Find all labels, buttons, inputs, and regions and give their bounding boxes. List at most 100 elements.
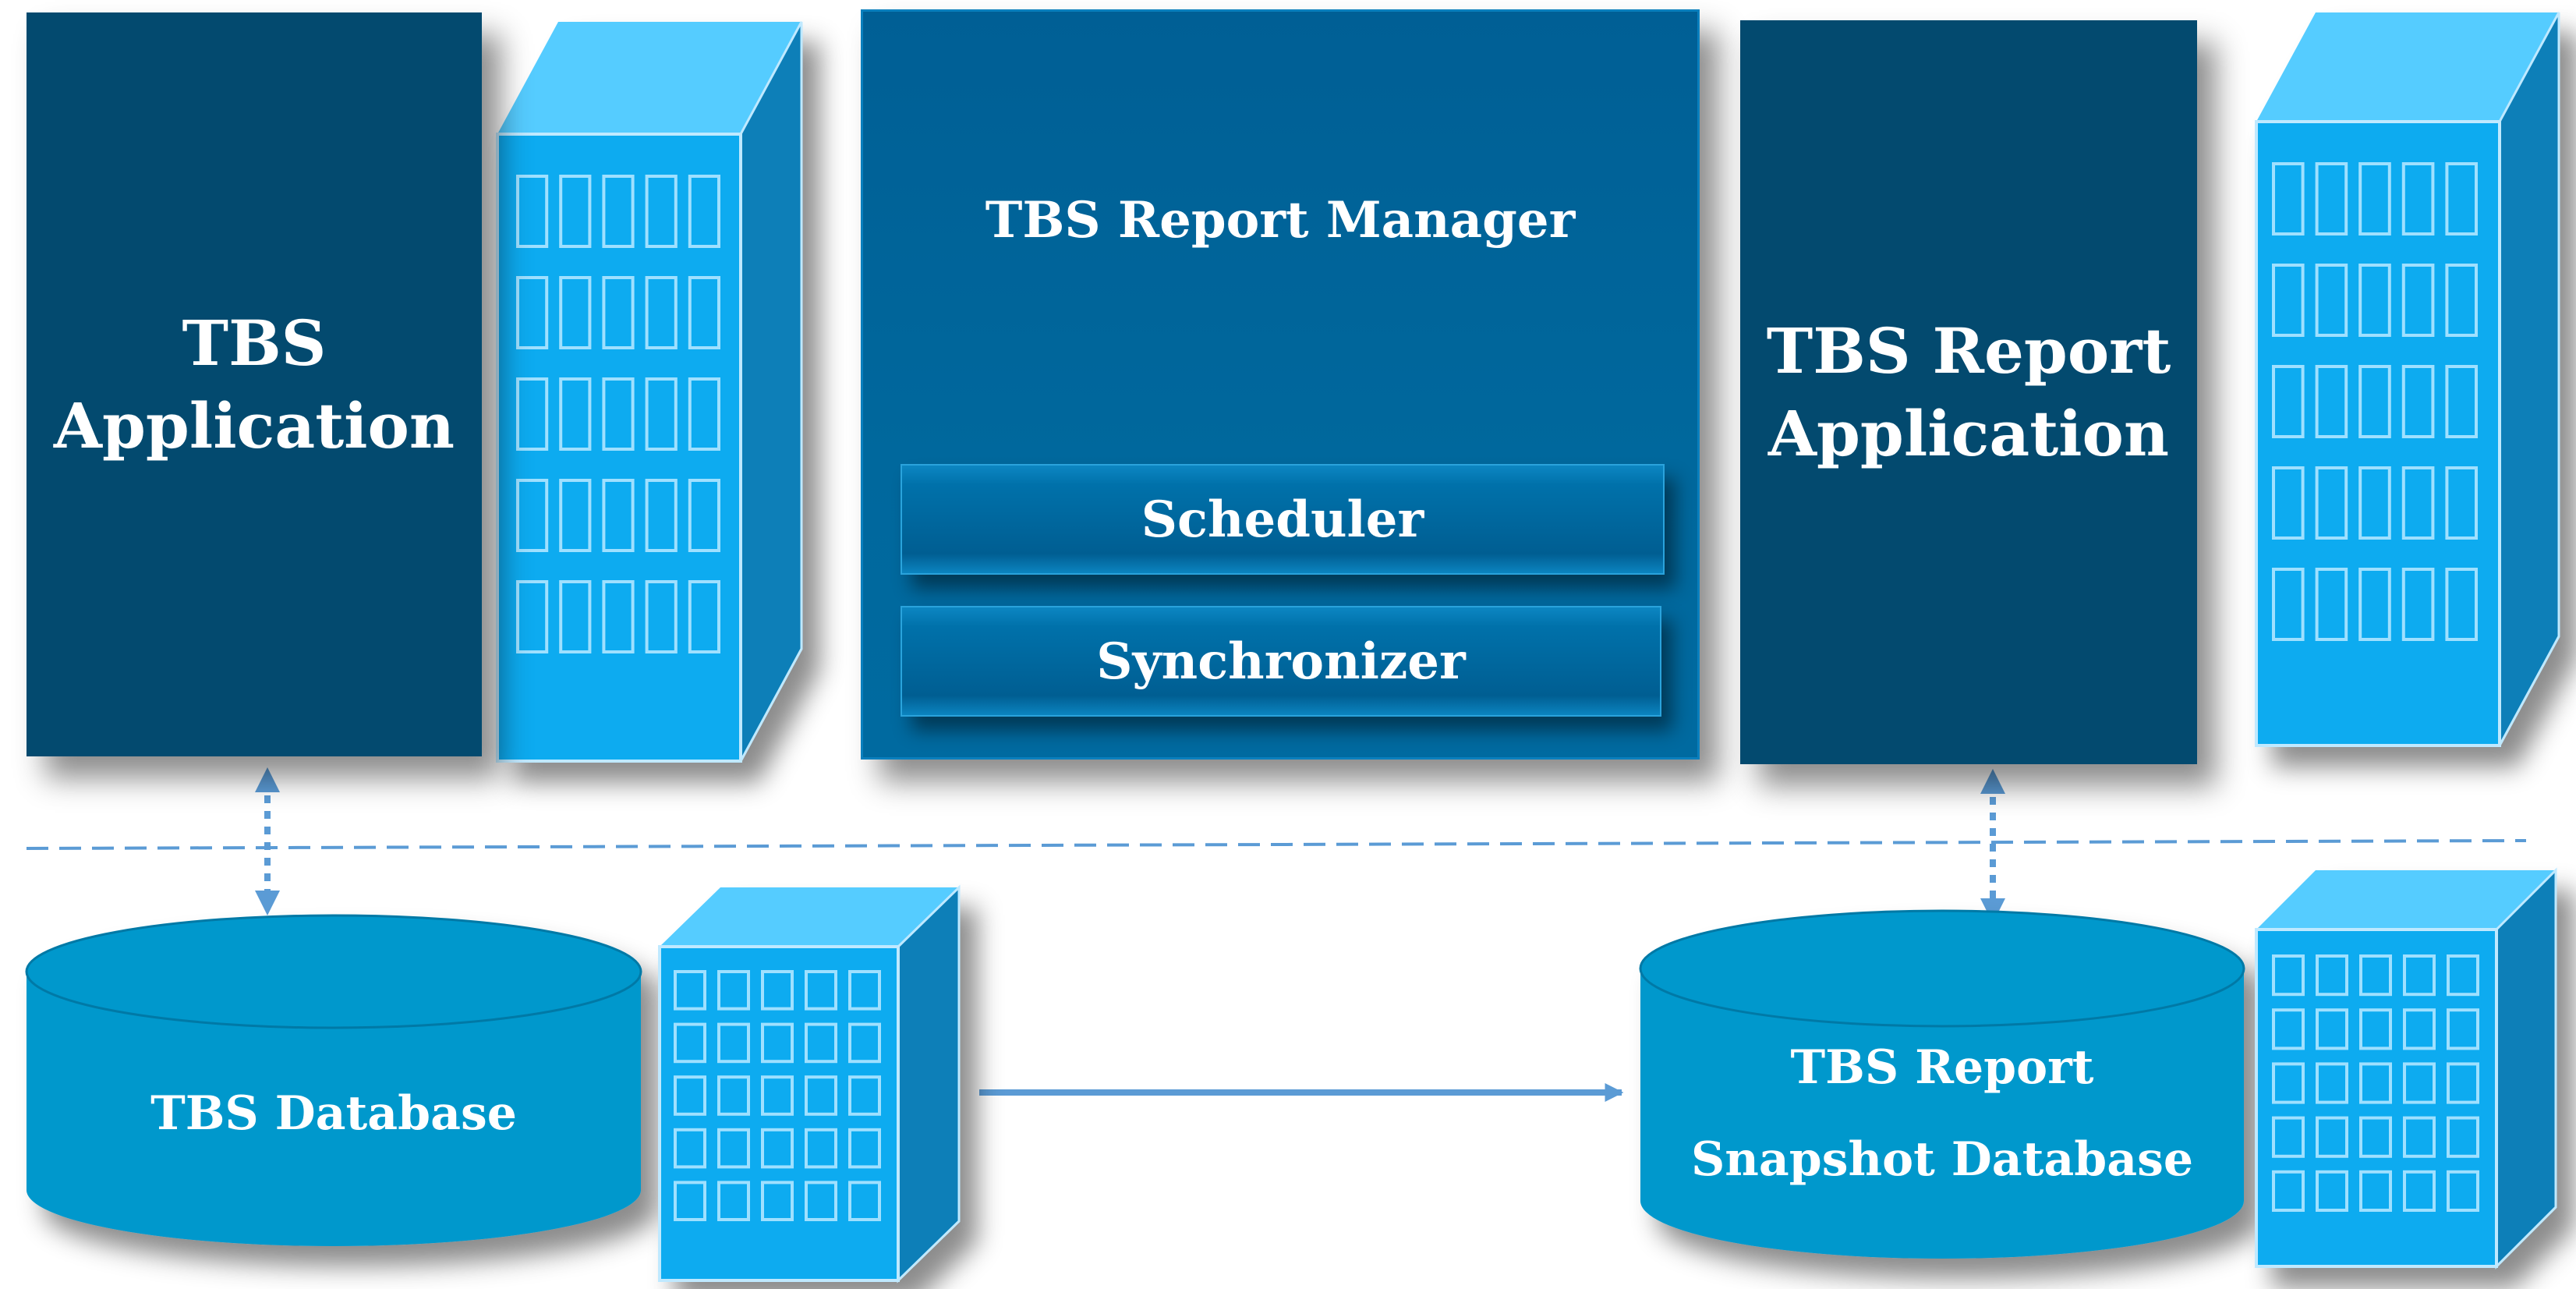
building-window bbox=[2316, 1008, 2348, 1050]
building-window bbox=[761, 1022, 794, 1064]
tbs-report-application-label: TBS Report Application bbox=[1766, 314, 2171, 470]
building-window bbox=[805, 1022, 837, 1064]
building-window bbox=[2359, 1008, 2392, 1050]
building-window bbox=[848, 1181, 881, 1222]
building-window bbox=[2272, 568, 2305, 641]
server-building-icon bbox=[496, 21, 803, 763]
building-window bbox=[717, 1075, 750, 1116]
building-window bbox=[559, 175, 592, 248]
building-window bbox=[602, 175, 635, 248]
building-top-face bbox=[2256, 870, 2556, 930]
scheduler-label: Scheduler bbox=[1141, 490, 1424, 549]
building-window bbox=[2445, 568, 2478, 641]
building-window bbox=[2447, 1170, 2479, 1213]
building-window bbox=[688, 377, 720, 451]
building-window bbox=[2401, 568, 2435, 641]
building-window bbox=[2272, 162, 2305, 235]
building-window bbox=[2272, 954, 2305, 997]
building-window bbox=[2359, 1116, 2392, 1158]
building-window bbox=[848, 1128, 881, 1169]
building-window bbox=[2316, 1062, 2348, 1104]
building-window bbox=[559, 377, 592, 451]
building-window bbox=[2272, 365, 2305, 438]
tier-separator-line bbox=[26, 839, 2527, 850]
building-window bbox=[2401, 264, 2435, 337]
building-window bbox=[848, 1075, 881, 1116]
building-window bbox=[2447, 954, 2479, 997]
tbs-report-application-block: TBS Report Application bbox=[1740, 20, 2197, 764]
building-window bbox=[674, 970, 706, 1011]
building-side-face bbox=[897, 884, 961, 1284]
building-window bbox=[674, 1181, 706, 1222]
building-window bbox=[761, 970, 794, 1011]
building-window bbox=[848, 1022, 881, 1064]
building-window bbox=[2445, 365, 2478, 438]
scheduler-bar: Scheduler bbox=[901, 464, 1665, 575]
building-window bbox=[516, 580, 549, 653]
server-building-icon bbox=[2255, 867, 2557, 1270]
tbs-application-block: TBS Application bbox=[27, 12, 482, 756]
building-window bbox=[2358, 568, 2391, 641]
building-window bbox=[516, 276, 549, 349]
building-window bbox=[761, 1075, 794, 1116]
building-window bbox=[2315, 264, 2348, 337]
building-window bbox=[674, 1128, 706, 1169]
building-window bbox=[2315, 466, 2348, 540]
building-window bbox=[2359, 1062, 2392, 1104]
building-window bbox=[2316, 1116, 2348, 1158]
building-window bbox=[2272, 1170, 2305, 1213]
building-top-face bbox=[660, 887, 959, 947]
building-window bbox=[2358, 466, 2391, 540]
building-window bbox=[805, 970, 837, 1011]
server-building-icon bbox=[658, 884, 961, 1284]
snapshot-db-label-line-2: Snapshot Database bbox=[1690, 1132, 2194, 1187]
building-front-face bbox=[2255, 120, 2501, 747]
building-window bbox=[645, 377, 678, 451]
building-window bbox=[2315, 365, 2348, 438]
building-window bbox=[2403, 1116, 2436, 1158]
building-window bbox=[2445, 162, 2478, 235]
building-window bbox=[645, 175, 678, 248]
database-cylinder-icon bbox=[25, 914, 642, 1246]
report-manager-title: TBS Report Manager bbox=[985, 191, 1576, 250]
building-side-face bbox=[2495, 867, 2557, 1270]
building-top-face bbox=[497, 22, 801, 134]
building-window bbox=[645, 276, 678, 349]
building-window bbox=[688, 175, 720, 248]
building-window bbox=[602, 580, 635, 653]
building-window bbox=[516, 377, 549, 451]
building-window bbox=[2401, 466, 2435, 540]
building-front-face bbox=[2255, 928, 2498, 1268]
building-window bbox=[2272, 264, 2305, 337]
building-window bbox=[602, 479, 635, 552]
tbs-application-label: TBS Application bbox=[53, 306, 455, 462]
building-window bbox=[2447, 1008, 2479, 1050]
synchronizer-label: Synchronizer bbox=[1096, 632, 1466, 691]
building-window bbox=[717, 1022, 750, 1064]
tbs-report-manager-panel: TBS Report Manager Scheduler Synchronize… bbox=[861, 9, 1700, 760]
building-window bbox=[848, 970, 881, 1011]
building-window bbox=[2401, 365, 2435, 438]
building-window bbox=[2272, 1008, 2305, 1050]
building-window bbox=[2272, 466, 2305, 540]
building-window bbox=[674, 1022, 706, 1064]
building-window bbox=[2403, 954, 2436, 997]
building-window bbox=[559, 479, 592, 552]
building-window bbox=[2316, 954, 2348, 997]
building-window bbox=[559, 580, 592, 653]
building-window bbox=[688, 580, 720, 653]
building-window bbox=[717, 1181, 750, 1222]
building-window bbox=[2447, 1116, 2479, 1158]
tbs-database-label: TBS Database bbox=[150, 1086, 517, 1141]
building-window bbox=[2315, 568, 2348, 641]
tbs-report-snapshot-database-label: TBS Report Snapshot Database bbox=[1640, 1022, 2244, 1206]
building-window bbox=[2358, 162, 2391, 235]
synchronizer-bar: Synchronizer bbox=[901, 606, 1661, 717]
building-side-face bbox=[2498, 12, 2560, 746]
building-window bbox=[2403, 1062, 2436, 1104]
building-window bbox=[2272, 1116, 2305, 1158]
building-window bbox=[2445, 466, 2478, 540]
building-window bbox=[602, 276, 635, 349]
